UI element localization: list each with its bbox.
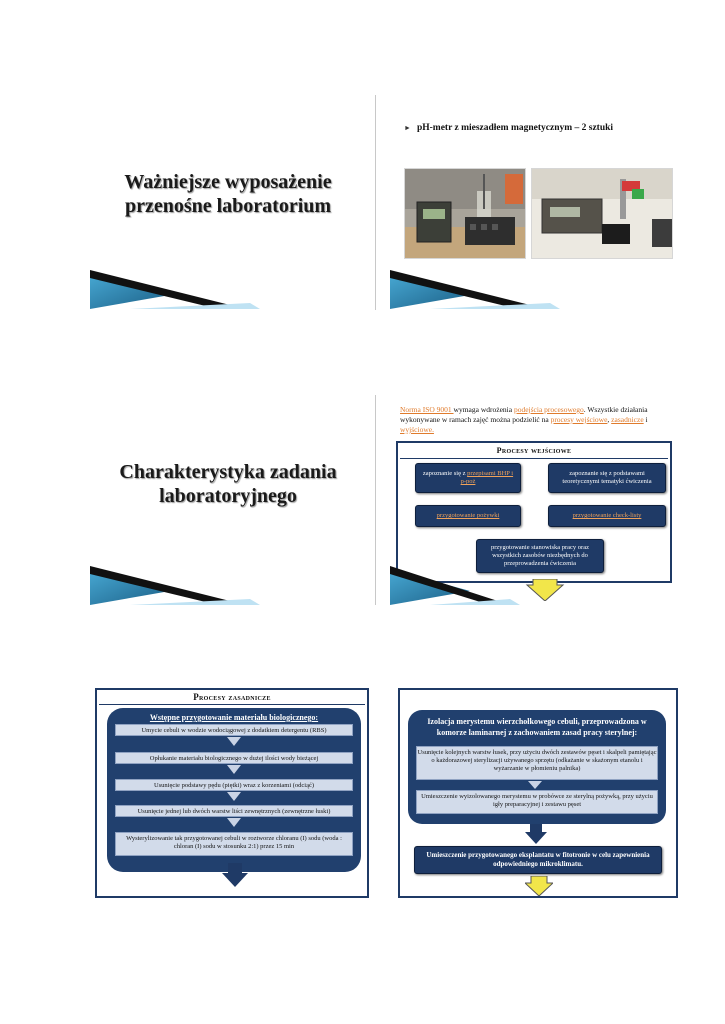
link-wyjsciowe[interactable]: wyjściowe. — [400, 425, 434, 434]
link-zasadnicze[interactable]: zasadnicze — [611, 415, 643, 424]
link-check-lista[interactable]: przygotowanie check-listy — [573, 512, 642, 520]
step-bar: Usunięcie jednej lub dwóch warstw liści … — [115, 805, 353, 817]
photo-ph-meter-1 — [404, 168, 526, 259]
title-line-2: laboratoryjnego — [90, 484, 366, 508]
link-iso-9001[interactable]: Norma ISO 9001 — [400, 405, 454, 414]
down-arrow-icon — [227, 792, 241, 801]
slide-6: Izolacja merystemu wierzchołkowego cebul… — [395, 683, 680, 898]
bullet-item: ►pH-metr z mieszadłem magnetycznym – 2 s… — [404, 123, 613, 133]
slide-title: Ważniejsze wyposażenie przenośne laborat… — [90, 170, 366, 218]
down-arrow-icon — [525, 824, 547, 844]
panel-title: Izolacja merystemu wierzchołkowego cebul… — [418, 716, 656, 738]
frame-rule — [99, 704, 365, 705]
down-arrow-icon — [528, 781, 542, 789]
separator-top — [375, 95, 376, 310]
process-box-bhp: zapoznanie się z przepisami BHP i p-poż — [415, 463, 521, 493]
down-arrow-icon — [227, 765, 241, 774]
slide-5: Procesy zasadnicze Wstępne przygotowanie… — [90, 683, 370, 898]
down-arrow-icon — [227, 818, 241, 827]
title-line-1: Ważniejsze wyposażenie — [90, 170, 366, 194]
step-bar: Umycie cebuli w wodzie wodociągowej z do… — [115, 724, 353, 736]
panel-title: Wstępne przygotowanie materiału biologic… — [107, 713, 361, 722]
link-przygotowanie-pozywki[interactable]: przygotowanie pożywki — [437, 512, 500, 520]
link-procesy-wejsciowe[interactable]: procesy wejściowe — [551, 415, 608, 424]
process-box-checklista: przygotowanie check-listy — [548, 505, 666, 527]
bullet-arrow-icon: ► — [404, 124, 411, 132]
step-bar: Usunięcie kolejnych warstw łusek, przy u… — [416, 746, 658, 780]
frame-rule — [400, 458, 668, 459]
slide-3: Charakterystyka zadania laboratoryjnego — [90, 395, 366, 605]
process-box-pozywka: przygotowanie pożywki — [415, 505, 521, 527]
decorative-swoosh — [390, 269, 676, 309]
slide-title: Charakterystyka zadania laboratoryjnego — [90, 460, 366, 508]
intro-paragraph: Norma ISO 9001 wymaga wdrożenia podejści… — [400, 405, 670, 435]
step-bar: Umieszczenie wyizolowanego merystemu w p… — [416, 790, 658, 814]
photo-ph-meter-2 — [531, 168, 673, 259]
process-box-teoria: zapoznanie się z podstawami teoretycznym… — [548, 463, 666, 493]
down-arrow-icon — [525, 876, 553, 896]
frame-title: Procesy zasadnicze — [97, 692, 367, 702]
step-bar: Usunięcie podstawy pędu (piętki) wraz z … — [115, 779, 353, 791]
link-przepisy-bhp[interactable]: przepisami BHP i p-poż — [461, 470, 514, 485]
step-bar: Opłukanie materiału biologicznego w duże… — [115, 752, 353, 764]
title-line-1: Charakterystyka zadania — [90, 460, 366, 484]
process-box-fitotron: Umieszczenie przygotowanego eksplantatu … — [414, 846, 662, 874]
processes-input-frame: Procesy wejściowe zapoznanie się z przep… — [396, 441, 672, 583]
processes-main-frame-cont: Izolacja merystemu wierzchołkowego cebul… — [398, 688, 678, 898]
slide-1: Ważniejsze wyposażenie przenośne laborat… — [90, 95, 366, 309]
decorative-swoosh — [90, 269, 366, 309]
frame-title: Procesy wejściowe — [398, 446, 670, 455]
decorative-swoosh — [390, 565, 676, 605]
step-bar: Wysterylizowanie tak przygotowanej cebul… — [115, 832, 353, 856]
decorative-swoosh — [90, 565, 366, 605]
link-podejscie-procesowe[interactable]: podejścia procesowego — [514, 405, 584, 414]
separator-middle — [375, 395, 376, 605]
title-line-2: przenośne laboratorium — [90, 194, 366, 218]
slide-4: Norma ISO 9001 wymaga wdrożenia podejści… — [390, 395, 676, 605]
slide-2: ►pH-metr z mieszadłem magnetycznym – 2 s… — [390, 95, 676, 309]
down-arrow-icon — [227, 737, 241, 746]
down-arrow-icon — [222, 863, 248, 887]
